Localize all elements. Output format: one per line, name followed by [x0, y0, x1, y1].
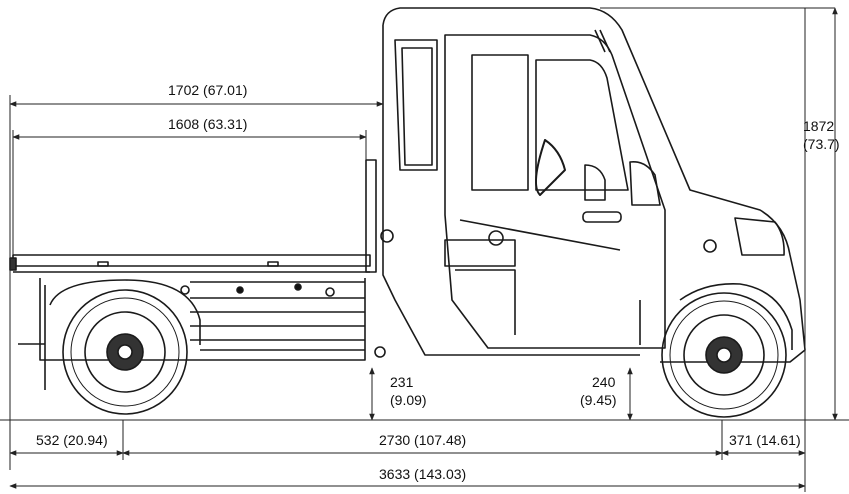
dim-label-clearance-front-value: 231: [390, 374, 414, 390]
dim-label-overall-length: 3633 (143.03): [377, 466, 469, 483]
rear-fender: [49, 279, 201, 345]
cab-body: [380, 7, 806, 363]
cargo-bed: [9, 159, 377, 273]
dim-label-bed-inner: 1608 (63.31): [168, 116, 248, 132]
dim-label-height-value: 1872: [803, 118, 835, 134]
dim-label-wheelbase: 2730 (107.48): [377, 432, 469, 449]
dim-label-clearance-front-inch: (9.09): [390, 392, 427, 408]
dim-label-front-overhang: 371 (14.61): [727, 432, 803, 449]
dim-label-bed-outer: 1702 (67.01): [168, 82, 248, 98]
dim-label-clearance-rear-value: 240: [592, 374, 616, 390]
rear-wheel: [62, 289, 188, 415]
chassis-frame: [18, 278, 386, 390]
dim-label-height-inch: (73.7): [803, 136, 840, 152]
dim-label-rear-overhang: 532 (20.94): [34, 432, 110, 449]
front-wheel: [661, 292, 787, 418]
dim-label-clearance-rear-inch: (9.45): [580, 392, 617, 408]
